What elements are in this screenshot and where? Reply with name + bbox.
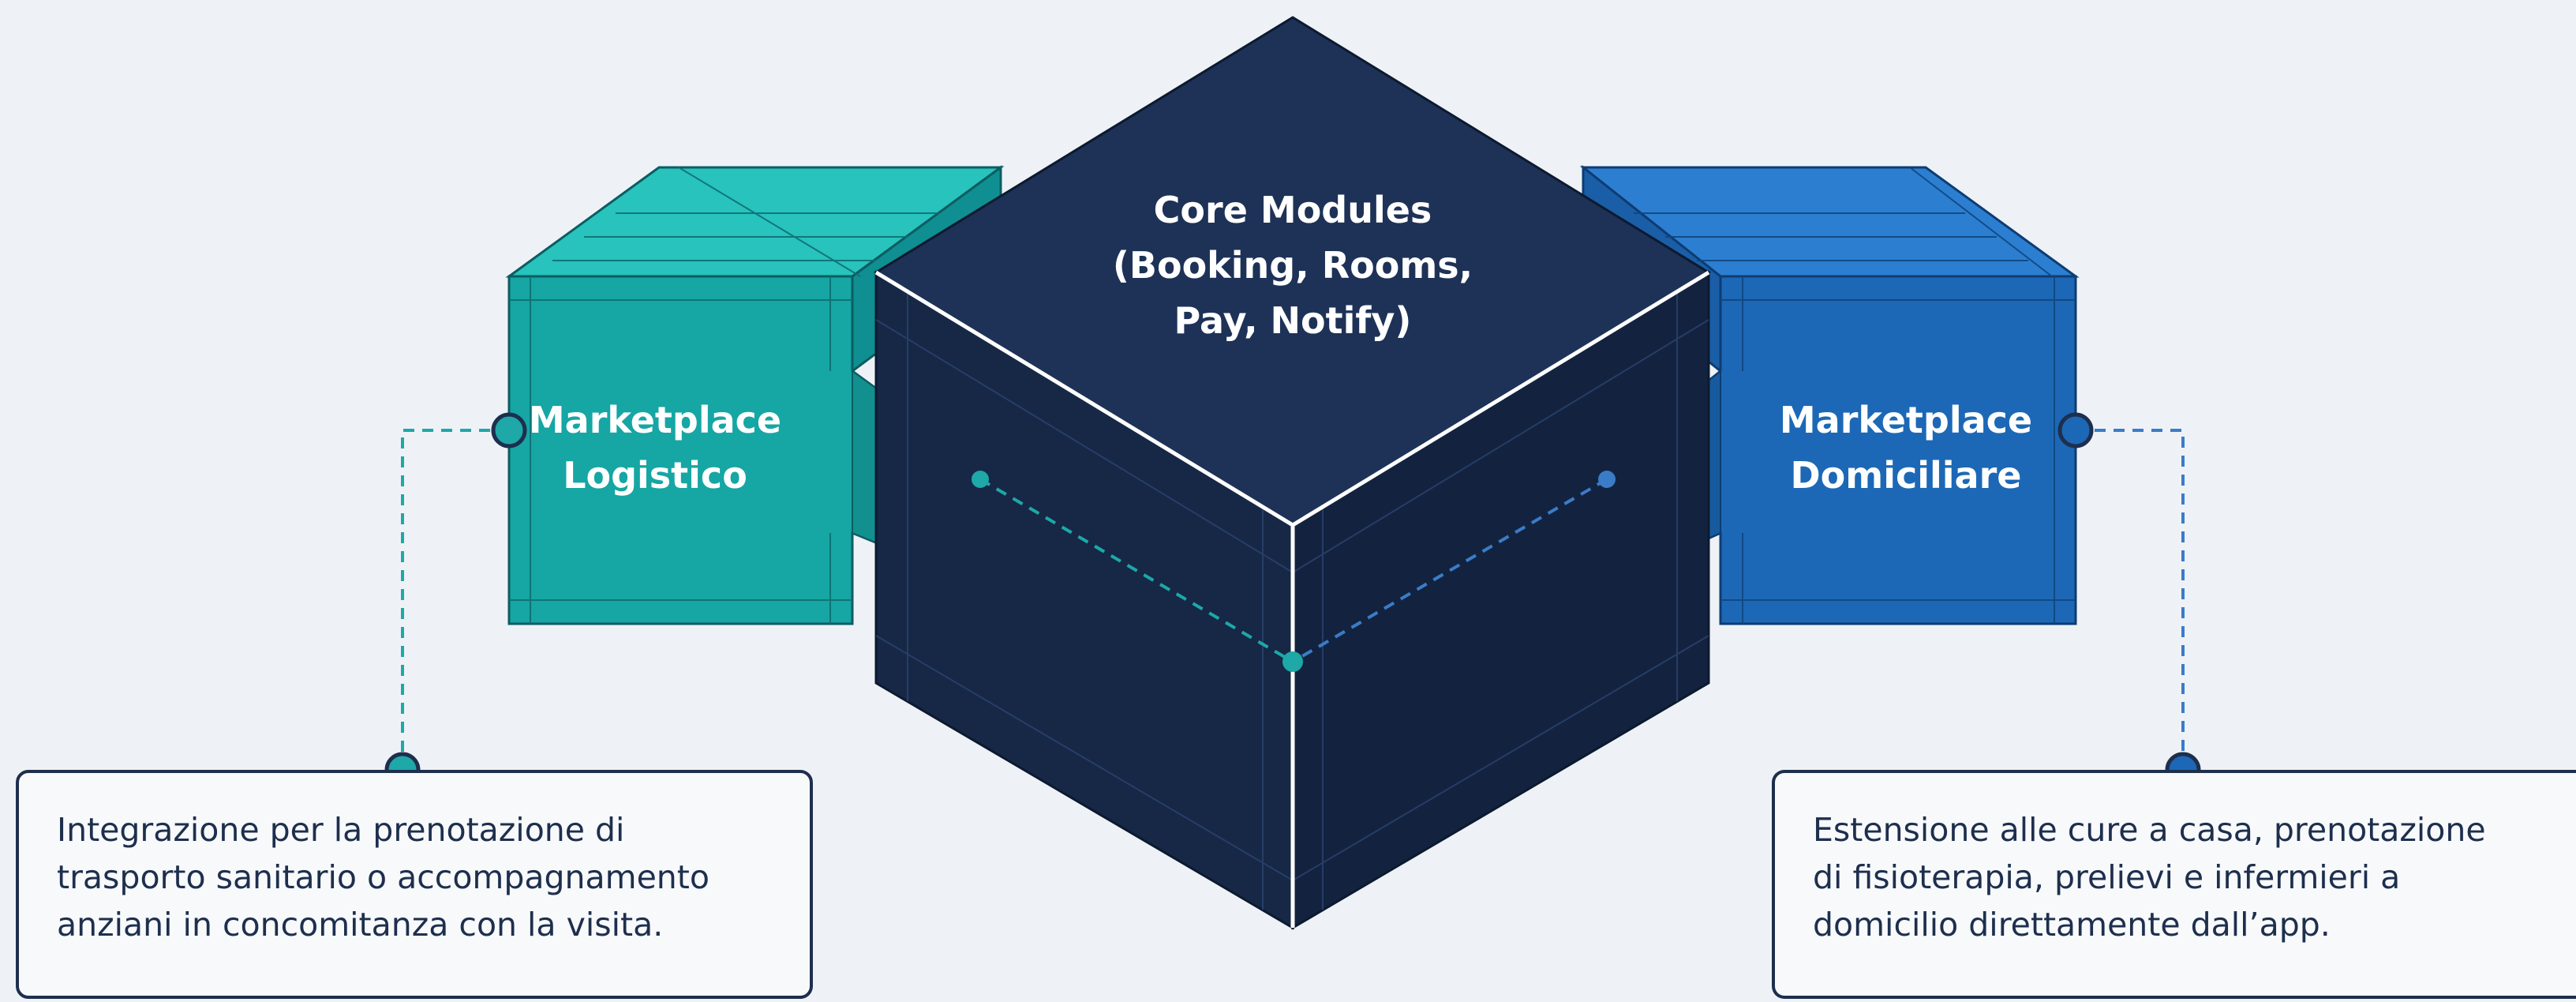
left-module-title-line: Logistico — [563, 454, 747, 497]
right-description-line: domicilio direttamente dall’app. — [1813, 906, 2331, 944]
right-module-title-line: Marketplace — [1780, 399, 2032, 441]
core-title-line: (Booking, Rooms, — [1113, 244, 1473, 287]
connector-right-to-core — [1291, 471, 1616, 663]
right-description-line: Estensione alle cure a casa, prenotazion… — [1813, 811, 2486, 849]
core-title: Core Modules (Booking, Rooms, Pay, Notif… — [1113, 189, 1473, 342]
core-title-line: Pay, Notify) — [1174, 299, 1412, 342]
core-connector-node — [1282, 651, 1303, 672]
left-module-title-line: Marketplace — [529, 399, 781, 441]
right-description-line: di fisioterapia, prelievi e infermieri a — [1813, 858, 2401, 896]
left-description-line: anziani in concomitanza con la visita. — [57, 906, 664, 944]
right-module-title-line: Domiciliare — [1791, 454, 2022, 497]
core-title-line: Core Modules — [1154, 189, 1432, 231]
left-module-title: Marketplace Logistico — [529, 399, 781, 497]
left-callout-leader — [384, 412, 527, 788]
left-description-box: Integrazione per la prenotazione di tras… — [16, 770, 813, 999]
left-description-line: trasporto sanitario o accompagnamento — [57, 858, 710, 896]
right-description-box: Estensione alle cure a casa, prenotazion… — [1772, 770, 2576, 999]
left-description-line: Integrazione per la prenotazione di — [57, 811, 625, 849]
right-module-title: Marketplace Domiciliare — [1780, 399, 2032, 497]
core-cube — [874, 16, 1711, 930]
connector-left-to-core — [972, 471, 1294, 663]
right-callout-leader — [2057, 412, 2201, 788]
